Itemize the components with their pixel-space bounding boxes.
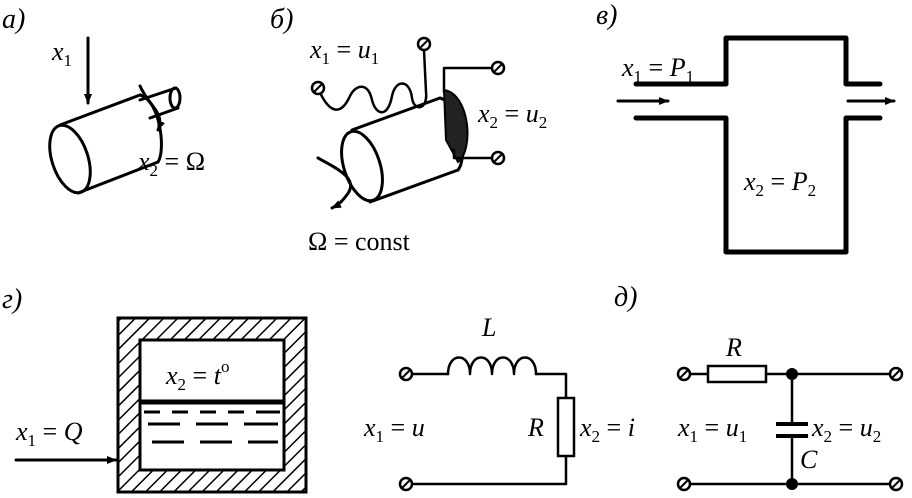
output-label-d: x2 = to (165, 357, 229, 394)
output-label-rc: x2 = u2 (811, 413, 881, 446)
rotation-arrow-a (138, 84, 165, 132)
output-lead-top-b (442, 66, 496, 94)
commutator-b (442, 88, 469, 164)
output-label-a: x2 = Ω (137, 147, 205, 180)
terminal-rl-2 (398, 476, 414, 492)
excitation-winding-b (316, 48, 428, 114)
terminal-out-2-b (490, 150, 506, 166)
capacitor (776, 422, 808, 438)
output-label-rl: x2 = i (579, 413, 635, 446)
output-label-c: x2 = P2 (743, 167, 816, 200)
input-label-rc: x1 = u1 (677, 413, 747, 446)
cylinder-b (340, 96, 465, 204)
inductor-coil (446, 356, 538, 376)
panel-label-d: г) (2, 284, 22, 315)
rotation-arrow-b (316, 156, 353, 210)
rl-right-wire (410, 372, 568, 486)
terminal-rl-1 (398, 366, 414, 382)
terminal-in-2-b (416, 36, 432, 52)
input-label-c: x1 = P1 (621, 53, 694, 86)
vessel-c (633, 35, 883, 255)
terminal-in-1-b (310, 80, 326, 96)
terminal-rc-in-1 (676, 366, 692, 382)
panel-label-a: а) (2, 4, 25, 35)
input-label-rl: x1 = u (363, 413, 425, 446)
inductor-label: L (481, 313, 496, 342)
panel-a: а) x1 x2 = Ω (2, 4, 205, 195)
panel-b: б) x1 = u1 (270, 4, 547, 256)
terminal-out-1-b (490, 60, 506, 76)
terminal-rc-in-2 (676, 476, 692, 492)
panel-label-e: д) (614, 282, 638, 313)
resistor-label-rc: R (725, 333, 742, 362)
input-label-a: x1 (51, 37, 72, 70)
junction-bottom (786, 478, 798, 490)
panel-label-c: в) (596, 0, 617, 31)
rc-circuit: R C x1 = u1 x2 = u2 (676, 333, 904, 492)
terminal-rc-out-2 (888, 476, 904, 492)
capacitor-label: C (800, 445, 818, 474)
resistor-rl (556, 396, 576, 458)
resistor-rc (706, 364, 768, 384)
terminal-rc-out-1 (888, 366, 904, 382)
resistor-label-rl: R (527, 413, 544, 442)
rl-circuit: L R x1 = u x2 = i (363, 313, 635, 492)
speed-label-b: Ω = const (308, 227, 411, 256)
input-label-b: x1 = u1 (309, 35, 379, 68)
output-label-b: x2 = u2 (477, 99, 547, 132)
liquid-dashes-d (144, 410, 280, 444)
panel-c: в) x1 = P1 x2 = P2 (596, 0, 896, 255)
panel-label-b: б) (270, 4, 293, 35)
insulated-wall-d (116, 316, 308, 494)
panel-d: г) x1 = Q x2 = to (2, 284, 308, 494)
output-lead-bottom-b (452, 148, 496, 160)
input-label-d: x1 = Q (15, 417, 83, 450)
cylinder-a (48, 86, 182, 195)
junction-top (786, 368, 798, 380)
